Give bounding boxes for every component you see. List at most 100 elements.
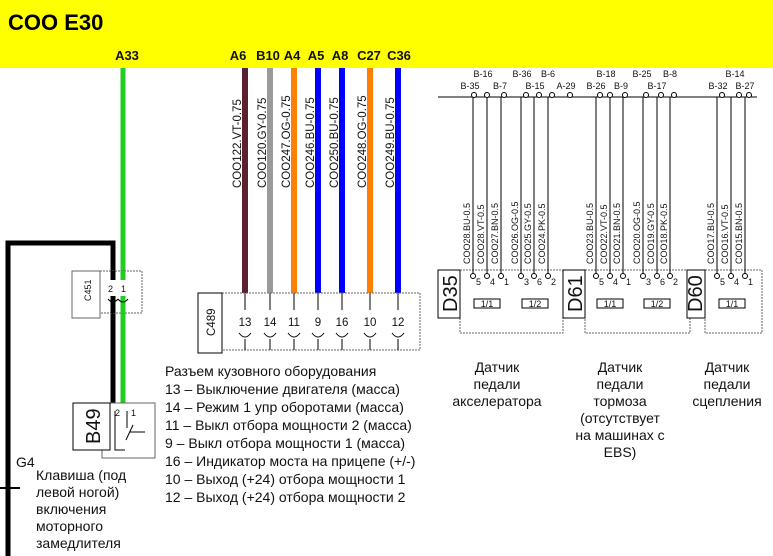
- bus-pin-terminal: [671, 92, 677, 98]
- c489-pin-number: 14: [264, 317, 277, 329]
- wire-mid-label: COO122.VT-0.75: [232, 99, 244, 188]
- bus-pin-terminal: [736, 92, 742, 98]
- sensor-wire-label: COO16.VT-0.5: [720, 204, 730, 264]
- legend-line: 11 – Выкл отбора мощности 2 (масса): [165, 417, 412, 433]
- ecu-title: COO E30: [8, 10, 103, 35]
- bus-pin-terminal: [746, 92, 752, 98]
- sensor-pin-number: 3: [646, 277, 651, 287]
- b49-pin: 1: [131, 408, 136, 418]
- wire-mid-label: COO247.OG-0.75: [281, 95, 293, 188]
- c489-socket-icon: [263, 332, 277, 350]
- wire-mid-label: COO248.OG-0.75: [357, 95, 369, 188]
- c489-socket-icon: [238, 332, 252, 350]
- header-pin-label: C36: [387, 48, 411, 63]
- sensor-pin-number: 2: [551, 277, 556, 287]
- sensor-wire-label: COO19.GY-0.5: [646, 203, 656, 264]
- header-pin-label: A5: [308, 48, 325, 63]
- sensor-pin-terminal: [728, 273, 734, 279]
- sensor-wire-label: COO20.OG-0.5: [632, 201, 642, 264]
- bus-pin-label: B-17: [647, 81, 666, 91]
- sensor-pin-number: 4: [490, 277, 495, 287]
- b49-pin: 2: [115, 408, 120, 418]
- sensor-pin-number: 3: [524, 277, 529, 287]
- sensor-pin-terminal: [607, 273, 613, 279]
- sensor-pin-terminal: [484, 273, 490, 279]
- sensor-pin-terminal: [620, 273, 626, 279]
- bus-pin-label: B-25: [632, 69, 651, 79]
- b49-caption-line: моторного: [36, 518, 103, 534]
- bus-pin-label: B-14: [725, 69, 744, 79]
- bus-pin-label: B-35: [460, 81, 479, 91]
- bus-pin-terminal: [549, 92, 555, 98]
- bus-pin-label: B-18: [596, 69, 615, 79]
- wire-mid-label: COO120.GY-0.75: [257, 98, 269, 188]
- c489-pin-number: 9: [315, 317, 321, 329]
- bus-pin-terminal: [471, 92, 477, 98]
- c489-socket-icon: [391, 332, 405, 350]
- sensor-caption: акселератора: [452, 393, 541, 409]
- sensor-caption: EBS): [604, 444, 637, 460]
- sensor-element-label: 1/2: [529, 299, 542, 309]
- wire-black-ground: [5, 240, 116, 556]
- sensor-wire-label: COO27.BN-0.5: [490, 203, 500, 264]
- bus-pin-terminal: [622, 92, 628, 98]
- header-pin-label: A4: [284, 48, 301, 63]
- sensor-id: D60: [685, 275, 707, 312]
- c489-pin-number: 13: [239, 317, 252, 329]
- sensor-caption: Датчик: [705, 359, 750, 375]
- sensor-pin-number: 1: [748, 277, 753, 287]
- c451-label: C451: [83, 279, 93, 301]
- legend-line: 16 – Индикатор моста на прицепе (+/-): [165, 453, 415, 469]
- sensor-pin-number: 5: [599, 277, 604, 287]
- bus-pin-label: B-7: [493, 81, 507, 91]
- bus-pin-terminal: [501, 92, 507, 98]
- bus-pin-label: B-16: [473, 69, 492, 79]
- sensor-caption: на машинах с: [575, 427, 664, 443]
- b49-caption-line: замедлителя: [36, 535, 121, 551]
- sensor-wire-label: COO17.BU-0.5: [706, 203, 716, 264]
- sensor-pin-number: 6: [660, 277, 665, 287]
- c489-pin-number: 12: [392, 317, 405, 329]
- legend-line: 13 – Выключение двигателя (масса): [165, 381, 400, 397]
- sensor-wire-label: COO28.VT-0.5: [476, 204, 486, 264]
- sensor-caption: педали: [596, 376, 643, 392]
- wire-mid-label: COO249.BU-0.75: [385, 97, 397, 188]
- c489-socket-icon: [363, 332, 377, 350]
- bus-pin-terminal: [719, 92, 725, 98]
- sensor-element: [596, 298, 624, 309]
- bus-pin-label: B-15: [525, 81, 544, 91]
- sensor-element: [643, 298, 671, 309]
- bus-pin-label: B-36: [512, 69, 531, 79]
- sensor-id: D61: [565, 275, 587, 312]
- c489-socket-icon: [287, 332, 301, 350]
- sensor-label-box: [562, 269, 586, 319]
- bus-pin-terminal: [567, 92, 573, 98]
- bus-pin-label: B-8: [663, 69, 677, 79]
- header-pin-label: A6: [230, 48, 247, 63]
- sensor-wire-label: COO15.BN-0.5: [734, 203, 744, 264]
- sensor-pin-terminal: [714, 273, 720, 279]
- sensor-element-label: 1/1: [481, 299, 494, 309]
- c451-pin: 2: [108, 284, 113, 294]
- c451-pin: 1: [121, 284, 126, 294]
- sensor-caption: тормоза: [593, 393, 647, 409]
- sensor-wire-label: COO23.BU-0.5: [585, 203, 595, 264]
- wire-mid-label: COO246.BU-0.75: [305, 97, 317, 188]
- sensor-element-label: 1/1: [604, 299, 617, 309]
- sensor-label-box: [686, 269, 706, 319]
- sensor-pin-terminal: [498, 273, 504, 279]
- c489-socket-icon: [335, 332, 349, 350]
- sensor-wire-label: COO18.PK-0.5: [659, 203, 669, 264]
- c489-socket-icon: [311, 332, 325, 350]
- sensor-label-box: [437, 269, 461, 319]
- legend-line: 12 – Выход (+24) отбора мощности 2: [165, 489, 406, 505]
- c489-pin-number: 11: [288, 317, 300, 329]
- sensor-pin-number: 5: [476, 277, 481, 287]
- sensor-caption: Датчик: [475, 359, 520, 375]
- sensor-caption: педали: [703, 376, 750, 392]
